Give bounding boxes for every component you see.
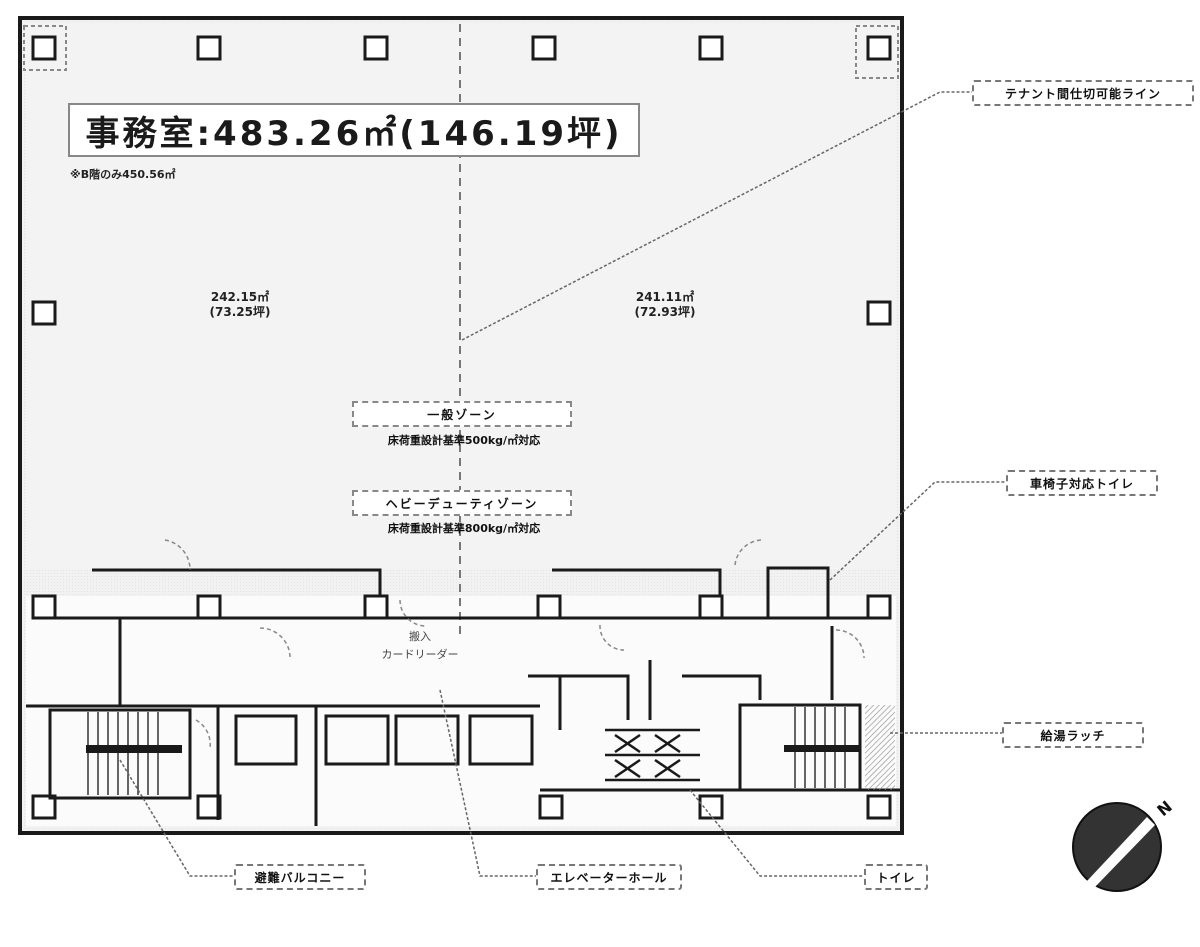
- callout-kitchenette: 給湯ラッチ: [1002, 722, 1144, 748]
- right-area: 241.11㎡ (72.93坪): [615, 290, 715, 320]
- general-zone-load: 床荷重設計基準500kg/㎡対応: [387, 434, 541, 447]
- right-area-sqm: 241.11㎡: [635, 290, 695, 304]
- left-area-tsubo: (73.25坪): [209, 305, 271, 319]
- left-area-sqm: 242.15㎡: [210, 290, 270, 304]
- callout-accessible-toilet: 車椅子対応トイレ: [1006, 470, 1158, 496]
- heavy-duty-zone-label: ヘビーデューティゾーン: [352, 490, 572, 516]
- card-reader-label: カードリーダー: [381, 648, 459, 661]
- north-compass: N: [1072, 797, 1176, 892]
- general-zone-label: 一般ゾーン: [352, 401, 572, 427]
- columns: [31, 35, 892, 820]
- hall-labels: 搬入 カードリーダー: [360, 628, 480, 664]
- office-area-title: 事務室:483.26㎡(146.19坪): [68, 103, 640, 157]
- stairs-left: [87, 712, 159, 795]
- heavy-duty-zone-load: 床荷重設計基準800kg/㎡対応: [387, 522, 541, 535]
- floor-note: ※B階のみ450.56㎡: [70, 168, 176, 181]
- loading-label: 搬入: [409, 630, 431, 643]
- right-area-tsubo: (72.93坪): [634, 305, 696, 319]
- callout-partition-line: テナント間仕切可能ライン: [972, 80, 1194, 106]
- callout-evacuation-balcony: 避難バルコニー: [234, 864, 366, 890]
- svg-text:N: N: [1153, 797, 1175, 820]
- callout-toilet: トイレ: [864, 864, 928, 890]
- left-area: 242.15㎡ (73.25坪): [190, 290, 290, 320]
- callout-elevator-hall: エレベーターホール: [536, 864, 682, 890]
